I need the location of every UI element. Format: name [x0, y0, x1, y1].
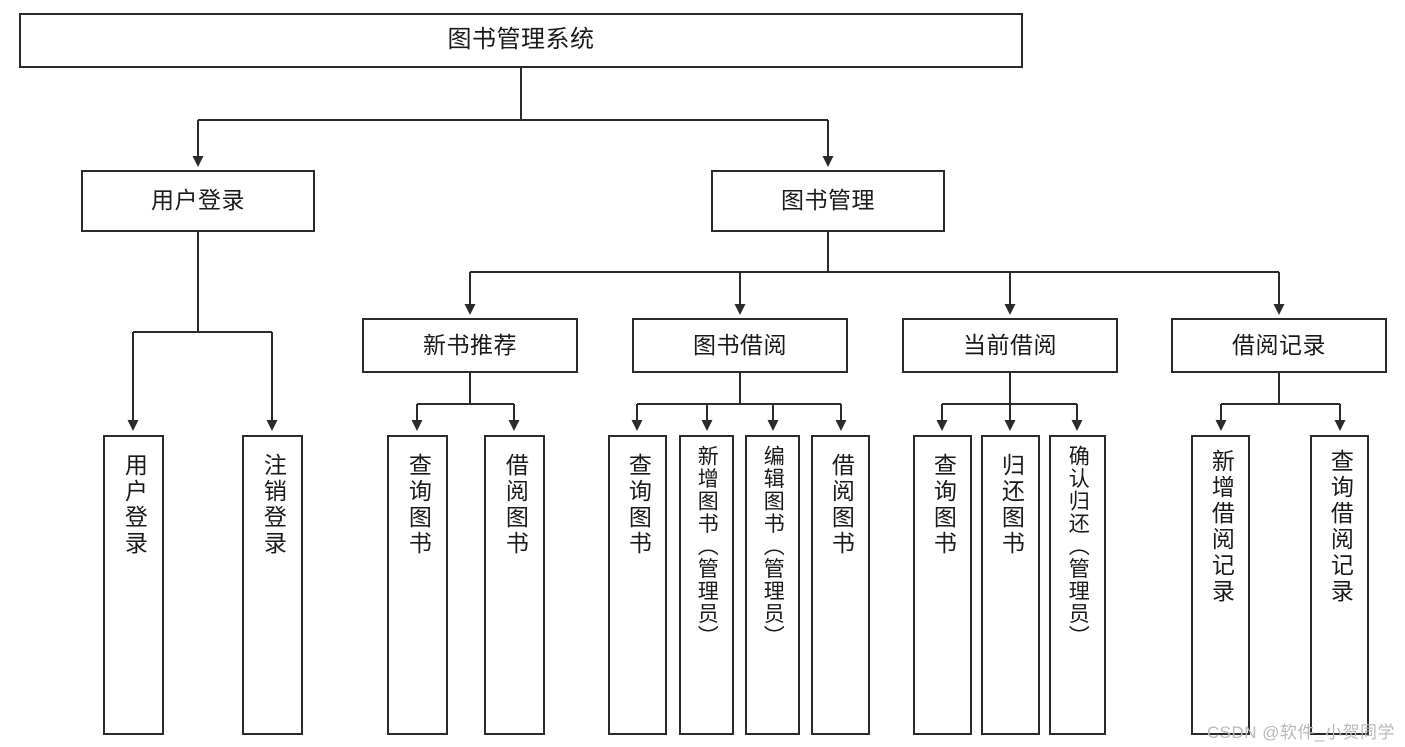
node-leaf-user-login-label: 用户登录	[121, 453, 148, 557]
node-leaf-user-logout[interactable]: 注销登录	[242, 435, 303, 735]
node-leaf-borrow-book-2-label: 借阅图书	[828, 453, 855, 557]
node-borrow-record[interactable]: 借阅记录	[1171, 318, 1387, 373]
node-leaf-query-borrow-record-label: 查询借阅记录	[1327, 449, 1354, 605]
node-user-login[interactable]: 用户登录	[81, 170, 315, 232]
node-book-management[interactable]: 图书管理	[711, 170, 945, 232]
csdn-watermark: CSDN @软件_小贺同学	[1206, 723, 1395, 742]
node-leaf-add-book[interactable]: 新增图书（管理员）	[679, 435, 734, 735]
node-current-borrow-label: 当前借阅	[963, 331, 1057, 358]
node-leaf-return-book[interactable]: 归还图书	[981, 435, 1040, 735]
node-leaf-confirm-return[interactable]: 确认归还（管理员）	[1049, 435, 1106, 735]
node-root[interactable]: 图书管理系统	[19, 13, 1023, 68]
node-leaf-query-book-1-label: 查询图书	[405, 453, 432, 557]
node-leaf-query-book-3-label: 查询图书	[930, 453, 957, 557]
node-leaf-query-borrow-record[interactable]: 查询借阅记录	[1310, 435, 1369, 735]
node-root-label: 图书管理系统	[447, 26, 595, 54]
node-leaf-borrow-book-1[interactable]: 借阅图书	[484, 435, 545, 735]
node-borrow-record-label: 借阅记录	[1232, 331, 1326, 358]
node-leaf-borrow-book-2[interactable]: 借阅图书	[811, 435, 870, 735]
node-leaf-user-logout-label: 注销登录	[260, 453, 287, 557]
node-leaf-add-borrow-record-label: 新增借阅记录	[1208, 449, 1235, 605]
node-leaf-add-book-label: 新增图书（管理员）	[695, 445, 719, 648]
node-leaf-query-book-1[interactable]: 查询图书	[387, 435, 448, 735]
node-book-management-label: 图书管理	[781, 187, 875, 214]
node-new-book-recommend-label: 新书推荐	[423, 331, 517, 358]
node-leaf-return-book-label: 归还图书	[998, 453, 1025, 557]
node-book-borrow[interactable]: 图书借阅	[632, 318, 848, 373]
node-leaf-edit-book[interactable]: 编辑图书（管理员）	[745, 435, 800, 735]
node-leaf-query-book-2-label: 查询图书	[625, 453, 652, 557]
node-leaf-query-book-3[interactable]: 查询图书	[913, 435, 972, 735]
node-book-borrow-label: 图书借阅	[693, 331, 787, 358]
node-user-login-label: 用户登录	[151, 187, 245, 214]
node-leaf-query-book-2[interactable]: 查询图书	[608, 435, 667, 735]
node-current-borrow[interactable]: 当前借阅	[902, 318, 1118, 373]
node-leaf-borrow-book-1-label: 借阅图书	[502, 453, 529, 557]
node-leaf-add-borrow-record[interactable]: 新增借阅记录	[1191, 435, 1250, 735]
node-new-book-recommend[interactable]: 新书推荐	[362, 318, 578, 373]
node-leaf-confirm-return-label: 确认归还（管理员）	[1066, 445, 1090, 648]
node-leaf-edit-book-label: 编辑图书（管理员）	[761, 445, 785, 648]
node-leaf-user-login[interactable]: 用户登录	[103, 435, 164, 735]
